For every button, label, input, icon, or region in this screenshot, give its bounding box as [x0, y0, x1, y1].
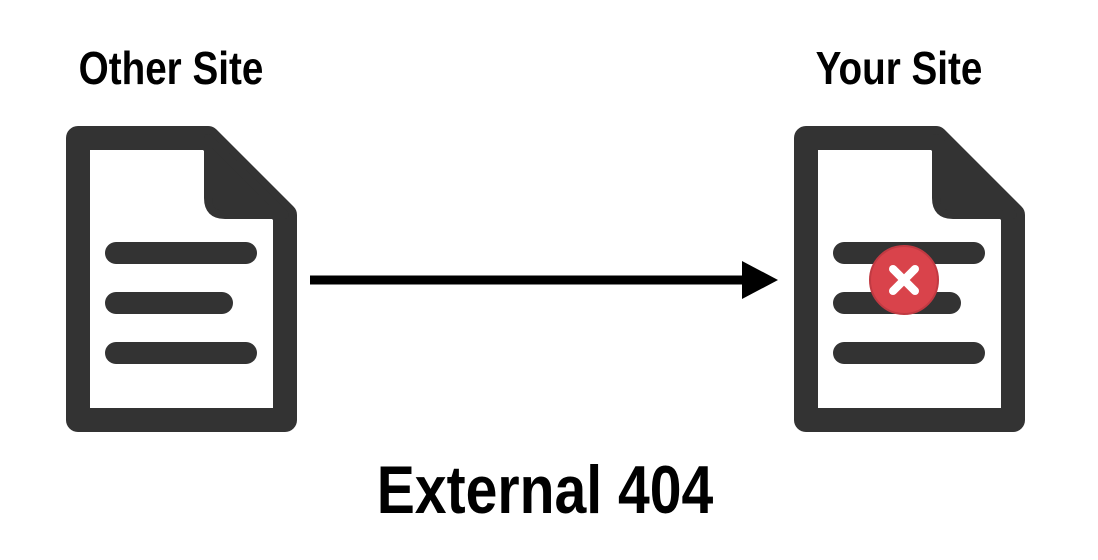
document-fold [932, 134, 1017, 219]
other-site-document-icon [66, 126, 297, 432]
arrow-head [742, 261, 778, 299]
your-site-label: Your Site [815, 42, 983, 94]
error-x-icon [869, 245, 939, 315]
diagram-caption: External 404 [376, 452, 714, 528]
error-x-stroke [889, 265, 919, 295]
document-fold [204, 134, 289, 219]
other-site-label: Other Site [78, 42, 264, 94]
arrow-right-icon [310, 261, 778, 299]
